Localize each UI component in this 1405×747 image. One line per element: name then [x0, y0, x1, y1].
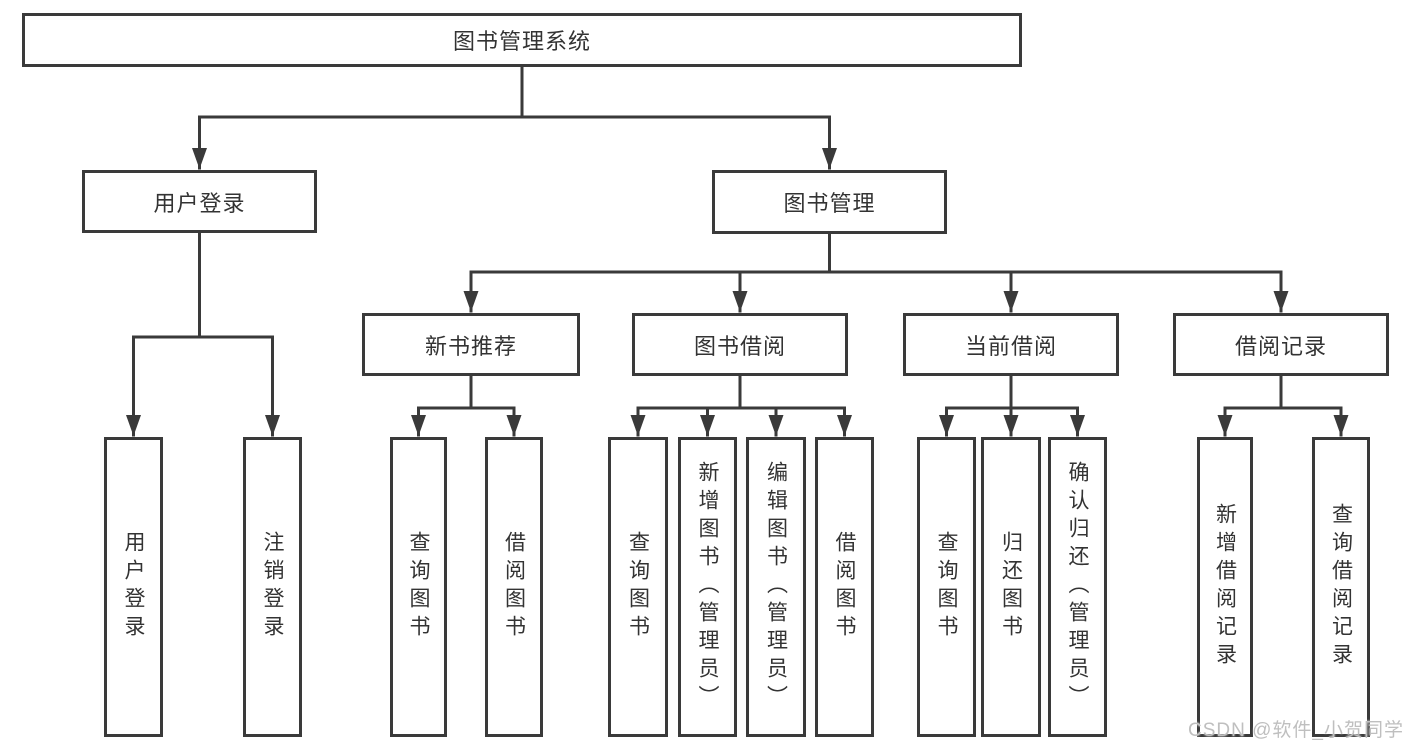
watermark: CSDN @软件_小贺同学 [1188, 720, 1404, 741]
node-borrow-records: 借阅记录 [1173, 313, 1389, 376]
node-borrow-records-label: 借阅记录 [1234, 333, 1327, 359]
leaf-nbr-borrow-books: 借阅图书 [485, 437, 543, 737]
leaf-bb-add-books-admin-label: 新增图书（管理员） [696, 461, 719, 713]
leaf-bb-borrow-books-label: 借阅图书 [833, 531, 856, 643]
leaf-user-login-label: 用户登录 [122, 531, 145, 643]
node-current-borrow: 当前借阅 [903, 313, 1119, 376]
node-root: 图书管理系统 [22, 13, 1022, 67]
leaf-cb-confirm-return-admin-label: 确认归还（管理员） [1066, 461, 1089, 713]
tree-edge-lines [132, 65, 1343, 410]
node-book-management-label: 图书管理 [783, 191, 876, 216]
leaf-nbr-query-books: 查询图书 [390, 437, 447, 737]
node-book-borrow-label: 图书借阅 [693, 333, 786, 359]
node-root-label: 图书管理系统 [452, 29, 591, 54]
leaf-nbr-query-books-label: 查询图书 [407, 531, 430, 643]
node-user-login: 用户登录 [82, 170, 317, 233]
node-new-book-recommend-label: 新书推荐 [424, 333, 517, 359]
leaf-br-query-record: 查询借阅记录 [1312, 437, 1370, 737]
leaf-br-query-record-label: 查询借阅记录 [1329, 503, 1353, 671]
leaf-logout-label: 注销登录 [261, 531, 284, 643]
leaf-bb-query-books-label: 查询图书 [626, 531, 650, 643]
leaf-cb-confirm-return-admin: 确认归还（管理员） [1048, 437, 1107, 737]
leaf-bb-edit-books-admin-label: 编辑图书（管理员） [764, 461, 788, 713]
leaf-bb-add-books-admin: 新增图书（管理员） [678, 437, 737, 737]
leaf-nbr-borrow-books-label: 借阅图书 [502, 531, 526, 643]
leaf-logout: 注销登录 [243, 437, 302, 737]
leaf-cb-return-books-label: 归还图书 [999, 531, 1023, 643]
node-new-book-recommend: 新书推荐 [362, 313, 580, 376]
node-user-login-label: 用户登录 [153, 190, 246, 216]
node-book-management: 图书管理 [712, 170, 947, 234]
node-book-borrow: 图书借阅 [632, 313, 848, 376]
leaf-bb-edit-books-admin: 编辑图书（管理员） [746, 437, 806, 737]
leaf-user-login: 用户登录 [104, 437, 163, 737]
node-current-borrow-label: 当前借阅 [964, 333, 1057, 359]
leaf-cb-return-books: 归还图书 [981, 437, 1041, 737]
leaf-br-add-record-label: 新增借阅记录 [1213, 503, 1237, 671]
leaf-bb-borrow-books: 借阅图书 [815, 437, 874, 737]
leaf-cb-query-books-label: 查询图书 [935, 531, 958, 643]
leaf-br-add-record: 新增借阅记录 [1197, 437, 1253, 737]
leaf-cb-query-books: 查询图书 [917, 437, 976, 737]
leaf-bb-query-books: 查询图书 [608, 437, 668, 737]
